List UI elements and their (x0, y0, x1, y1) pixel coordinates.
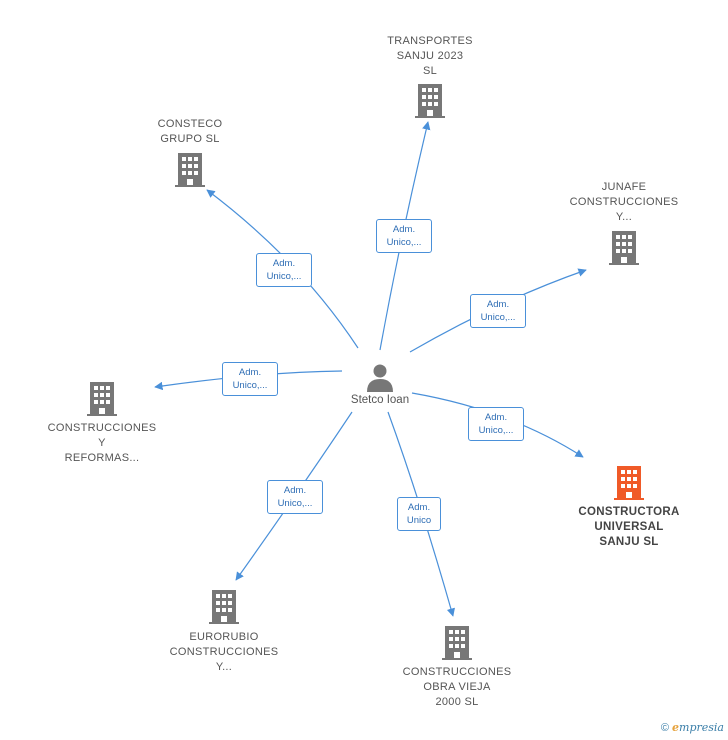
building-icon (175, 153, 205, 187)
company-label: EURORUBIO CONSTRUCCIONES Y... (169, 631, 279, 673)
edge-label-reformas[interactable]: Adm. Unico,... (222, 362, 278, 396)
company-label: CONSTRUCCIONES Y REFORMAS... (47, 422, 157, 464)
company-node-junafe[interactable]: JUNAFE CONSTRUCCIONES Y... (562, 180, 686, 265)
company-label: TRANSPORTES SANJU 2023 SL (387, 35, 473, 77)
company-node-transportes[interactable]: TRANSPORTES SANJU 2023 SL (370, 34, 490, 118)
company-node-consteco[interactable]: CONSTECO GRUPO SL (130, 117, 250, 187)
building-icon (87, 382, 117, 416)
company-node-universal[interactable]: CONSTRUCTORA UNIVERSAL SANJU SL (566, 466, 692, 550)
edge-label-obravieja[interactable]: Adm. Unico (397, 497, 441, 531)
edge-label-universal[interactable]: Adm. Unico,... (468, 407, 524, 441)
center-person[interactable]: Stetco Ioan (335, 362, 425, 406)
person-icon (367, 364, 393, 392)
edge-label-transportes[interactable]: Adm. Unico,... (376, 219, 432, 253)
copyright-symbol: © (660, 722, 669, 734)
brand-logo: empresia (672, 721, 724, 734)
building-icon (415, 84, 445, 118)
company-label: CONSTRUCCIONES OBRA VIEJA 2000 SL (402, 666, 512, 708)
company-label: JUNAFE CONSTRUCCIONES Y... (569, 181, 679, 223)
company-label: CONSTECO GRUPO SL (157, 118, 223, 145)
company-node-obravieja[interactable]: CONSTRUCCIONES OBRA VIEJA 2000 SL (394, 626, 520, 710)
edge-label-consteco[interactable]: Adm. Unico,... (256, 253, 312, 287)
edge-label-eurorubio[interactable]: Adm. Unico,... (267, 480, 323, 514)
footer-brand[interactable]: © empresia (661, 721, 724, 734)
building-icon (609, 231, 639, 265)
edge-label-junafe[interactable]: Adm. Unico,... (470, 294, 526, 328)
building-icon (614, 466, 644, 500)
company-node-eurorubio[interactable]: EURORUBIO CONSTRUCCIONES Y... (162, 590, 286, 675)
company-node-reformas[interactable]: CONSTRUCCIONES Y REFORMAS... (40, 382, 164, 466)
building-icon (442, 626, 472, 660)
company-label: CONSTRUCTORA UNIVERSAL SANJU SL (578, 506, 680, 548)
person-name: Stetco Ioan (350, 394, 410, 406)
building-icon (209, 590, 239, 624)
